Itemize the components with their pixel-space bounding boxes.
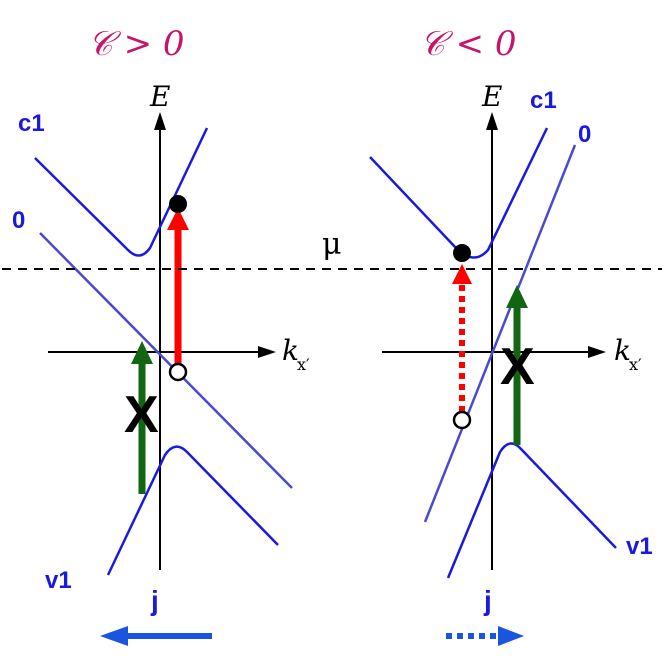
right-energy-axis-arrowhead xyxy=(486,112,498,130)
right-momentum-axis-subscript: x′ xyxy=(629,355,642,374)
left-current-label: j xyxy=(150,585,159,616)
right-energy-axis-label: E xyxy=(481,80,502,113)
left-energy-axis-label: E xyxy=(149,80,170,113)
right-blocked-x-mark: X xyxy=(500,338,535,396)
right-momentum-axis-label: k xyxy=(614,334,631,367)
right-conduction-band xyxy=(369,127,549,259)
right-current-label: j xyxy=(483,585,492,616)
left-energy-axis-arrowhead xyxy=(154,112,166,130)
right-momentum-axis-arrowhead xyxy=(588,346,606,358)
right-label-0: 0 xyxy=(578,121,591,148)
right-blocked-transition-arrowhead xyxy=(506,285,528,308)
right-label-c1: c1 xyxy=(530,87,557,114)
right-valence-band xyxy=(446,442,617,579)
right-zero-mode-band xyxy=(423,144,577,523)
left-blocked-transition-arrowhead xyxy=(131,341,153,364)
left-blocked-x-mark: X xyxy=(124,386,159,444)
left-hole xyxy=(168,362,188,382)
left-momentum-axis-arrowhead xyxy=(258,346,276,358)
left-label-c1: c1 xyxy=(18,110,45,137)
left-panel-title: 𝒞 > 0 xyxy=(88,24,185,64)
chemical-potential-label: μ xyxy=(322,227,342,262)
left-valence-band xyxy=(106,445,279,576)
right-hole xyxy=(452,410,472,430)
left-momentum-axis-subscript: x′ xyxy=(297,355,310,374)
left-momentum-axis-label: k xyxy=(282,334,299,367)
left-conduction-band xyxy=(34,127,209,257)
left-filled-electron xyxy=(169,195,187,213)
right-panel-title: 𝒞 < 0 xyxy=(420,24,517,64)
right-allowed-transition-arrowhead xyxy=(452,264,472,284)
left-label-0: 0 xyxy=(12,207,25,234)
left-panel: 𝒞 > 0 E k x′ c1 0 v1 X j xyxy=(12,24,310,646)
right-filled-electron xyxy=(453,244,471,262)
left-label-v1: v1 xyxy=(45,567,72,594)
left-allowed-transition-arrowhead xyxy=(167,208,189,230)
right-label-v1: v1 xyxy=(626,533,653,560)
right-panel: 𝒞 < 0 E k x′ c1 0 v1 X j xyxy=(369,24,653,646)
left-current-arrowhead xyxy=(100,626,128,646)
right-current-arrowhead xyxy=(498,626,524,646)
left-zero-mode-band xyxy=(39,232,293,489)
